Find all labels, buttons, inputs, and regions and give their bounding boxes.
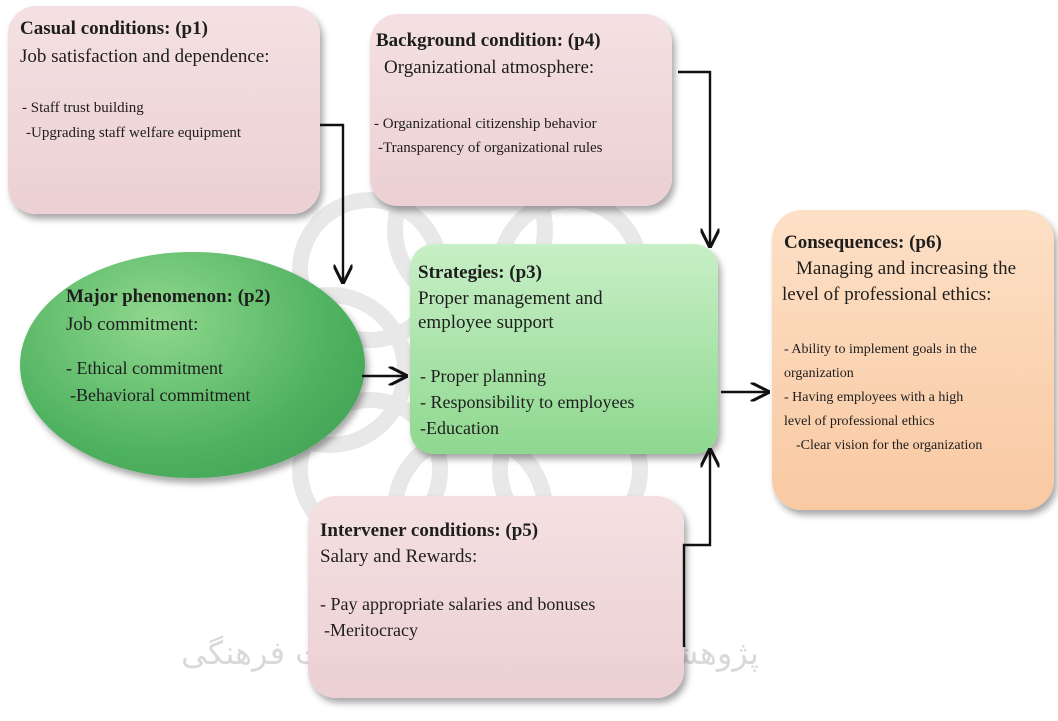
consequences-subtitle-line: level of professional ethics: — [782, 284, 992, 305]
background-condition-box: Background condition: (p4) Organizationa… — [370, 14, 672, 206]
consequences-item: level of professional ethics — [784, 414, 935, 429]
strategies-item: - Proper planning — [420, 366, 546, 386]
strategies-box: Strategies: (p3) Proper management and e… — [410, 244, 718, 454]
arrow-p5-to-p3 — [682, 450, 710, 647]
intervener-item: - Pay appropriate salaries and bonuses — [320, 594, 596, 614]
intervener-conditions-title: Intervener conditions: (p5) — [320, 520, 539, 541]
causal-conditions-box: Casual conditions: (p1) Job satisfaction… — [8, 6, 320, 214]
arrow-p1-to-p2 — [320, 123, 343, 282]
major-phenomenon-title: Major phenomenon: (p2) — [66, 286, 271, 307]
phenomenon-item: - Ethical commitment — [66, 358, 223, 378]
background-item: -Transparency of organizational rules — [378, 140, 603, 156]
consequences-item: - Having employees with a high — [784, 390, 964, 405]
consequences-box: Consequences: (p6) Managing and increasi… — [772, 210, 1054, 510]
background-condition-subtitle: Organizational atmosphere: — [384, 57, 595, 78]
consequences-item: -Clear vision for the organization — [796, 438, 983, 453]
consequences-item: organization — [784, 366, 854, 381]
causal-conditions-title: Casual conditions: (p1) — [20, 18, 208, 39]
intervener-item: -Meritocracy — [324, 620, 418, 640]
phenomenon-item: -Behavioral commitment — [70, 385, 251, 405]
arrow-p4-to-p3 — [678, 70, 710, 246]
major-phenomenon-subtitle: Job commitment: — [66, 314, 199, 335]
intervener-conditions-box: Intervener conditions: (p5) Salary and R… — [308, 496, 684, 698]
strategies-item: -Education — [420, 418, 499, 438]
intervener-conditions-subtitle: Salary and Rewards: — [320, 546, 478, 567]
strategies-subtitle-line: employee support — [418, 312, 554, 333]
strategies-item: - Responsibility to employees — [420, 392, 635, 412]
causal-conditions-subtitle: Job satisfaction and dependence: — [20, 46, 270, 67]
consequences-title: Consequences: (p6) — [784, 232, 942, 253]
background-item: - Organizational citizenship behavior — [374, 116, 597, 132]
consequences-subtitle-line: Managing and increasing the — [796, 258, 1017, 279]
background-condition-title: Background condition: (p4) — [376, 30, 601, 51]
strategies-subtitle-line: Proper management and — [418, 288, 603, 309]
causal-item: - Staff trust building — [22, 100, 144, 116]
consequences-item: - Ability to implement goals in the — [784, 342, 977, 357]
major-phenomenon-ellipse: Major phenomenon: (p2) Job commitment: -… — [20, 252, 365, 478]
strategies-title: Strategies: (p3) — [418, 262, 542, 283]
causal-item: -Upgrading staff welfare equipment — [26, 125, 242, 141]
